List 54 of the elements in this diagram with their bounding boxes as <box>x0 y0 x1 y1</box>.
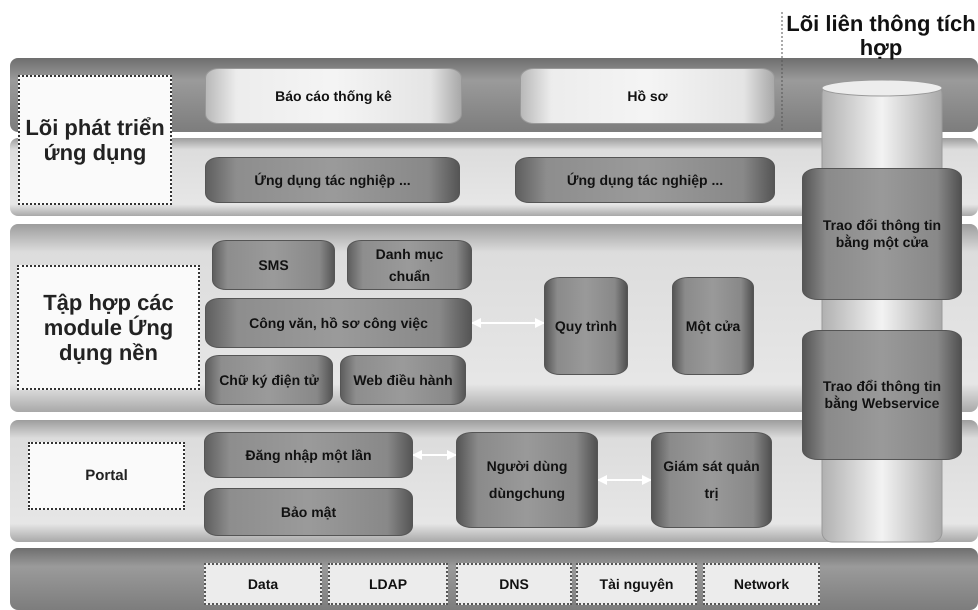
node-label: DNS <box>499 576 529 592</box>
node-label: Tài nguyên <box>600 576 674 592</box>
double-arrow <box>412 450 457 460</box>
node-label: Một cửa <box>686 316 740 336</box>
dashed-box <box>28 442 185 510</box>
node-label: Bảo mật <box>280 502 336 522</box>
node-label: Công văn, hồ sơ công việc <box>249 314 428 333</box>
cylinder-box <box>205 298 472 348</box>
cylinder-box <box>672 277 754 375</box>
double-arrow <box>471 318 545 328</box>
node-label: LDAP <box>368 576 408 592</box>
cylinder-box <box>204 488 413 536</box>
column-heading: Lõi liên thông tích hợp <box>786 12 976 60</box>
node-label: Trao đổi thông tin bằng Webservice <box>822 378 942 412</box>
dashed-box <box>204 563 322 605</box>
cylinder-box <box>520 68 775 124</box>
node-label: Đăng nhập một lần <box>246 446 372 465</box>
cylinder-box <box>205 355 333 405</box>
node-label: Web điều hành <box>353 370 453 390</box>
dashed-box <box>18 75 172 205</box>
dashed-box <box>456 563 572 605</box>
cylinder-box <box>515 157 775 203</box>
node-label: Portal <box>85 467 128 485</box>
dashed-box <box>328 563 448 605</box>
double-arrow <box>597 475 652 485</box>
cylinder-box <box>651 432 772 528</box>
cylinder-box <box>347 240 472 290</box>
cylinder-box <box>340 355 466 405</box>
node-label: Giám sát quản trị <box>662 457 761 503</box>
node-label: Tập hợp các module Ứng dụng nền <box>42 290 175 366</box>
node-label: Lõi phát triển ứng dụng <box>24 114 166 166</box>
cylinder-box <box>204 432 413 478</box>
node-label: Trao đổi thông tin bằng một cửa <box>822 216 942 252</box>
cylinder-box <box>802 168 962 300</box>
node-label: Quy trình <box>554 316 618 336</box>
node-label: Báo cáo thống kê <box>275 88 392 104</box>
node-label: Chữ ký điện tử <box>219 370 319 390</box>
node-label: Ứng dụng tác nghiệp ... <box>254 170 411 190</box>
dashed-box <box>576 563 697 605</box>
node-label: Data <box>248 576 278 592</box>
node-label: SMS <box>258 256 289 275</box>
dashed-box <box>17 265 200 390</box>
node-label: Network <box>734 576 790 592</box>
cylinder-box <box>802 330 962 460</box>
node-label: Ứng dụng tác nghiệp ... <box>566 170 724 190</box>
dashed-box <box>703 563 820 605</box>
cylinder-box <box>544 277 628 375</box>
cylinder-box <box>212 240 335 290</box>
node-label: Người dùng dùngchung <box>486 457 568 503</box>
cylinder-box <box>456 432 598 528</box>
node-label: Danh mục chuẩn <box>374 244 444 286</box>
node-label: Hồ sơ <box>627 88 668 104</box>
cylinder-box <box>205 68 462 124</box>
cylinder-box <box>205 157 460 203</box>
